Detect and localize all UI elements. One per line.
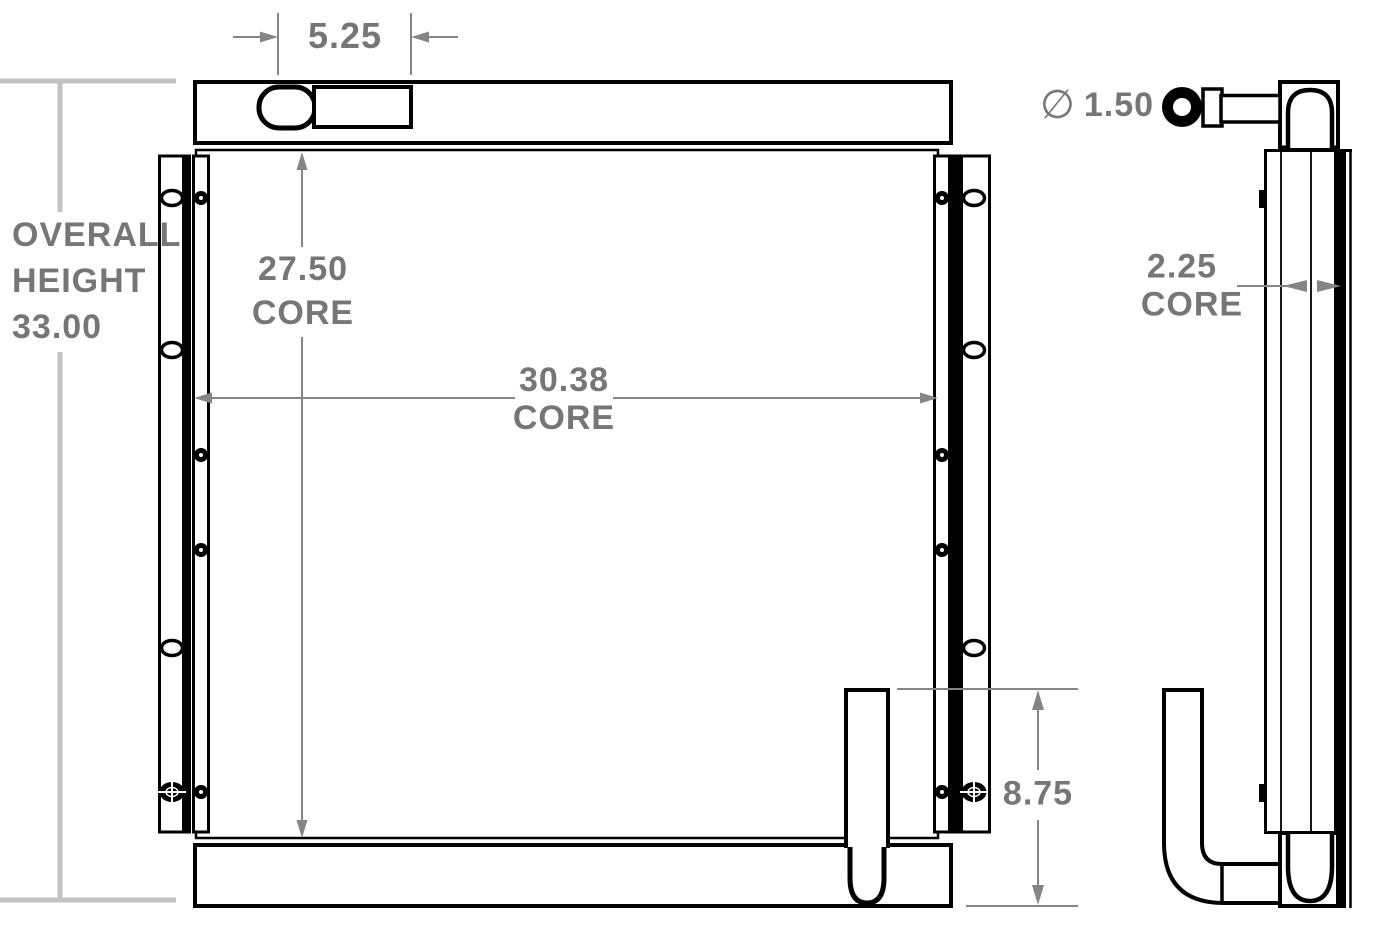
dim-port-offset-label: 5.25 [307,15,383,56]
dim-overall-height-lines [0,78,176,903]
left-rail-slot [159,340,185,360]
front-bottom-port-fill [846,690,888,848]
left-rail-bolt-target [158,782,186,802]
left-rail-slot [159,638,185,658]
right-rail-channel [960,154,991,834]
side-view [1162,80,1352,908]
side-top-port-ring [1162,87,1202,127]
side-bolt-head [1259,784,1266,802]
front-bottom-tank [193,843,953,908]
side-top-port-stub [1201,87,1224,128]
dim-bottom-port-lines [897,688,1078,907]
right-rail-flange [951,154,960,834]
dim-port-offset-lines [233,13,458,75]
right-rail-strip [933,154,951,834]
dim-core-depth-value: 2.25 [1146,247,1218,286]
right-rail-slot [961,638,987,658]
front-left-rail [158,154,210,834]
front-top-port-body [312,85,413,129]
overall-height-value: 33.00 [12,308,103,346]
dim-core-width-label: 30.38 CORE [513,361,615,437]
core-width-value: 30.38 [518,361,610,399]
left-rail-slot [159,188,185,208]
right-rail-slot [961,340,987,360]
right-rail-slot [961,188,987,208]
side-core [1259,149,1352,908]
left-rail-strip [192,154,210,834]
core-width-suffix: CORE [512,399,616,437]
front-top-port-elbow [256,84,318,131]
side-bolt-head [1259,190,1266,208]
side-bottom-elbow [1285,834,1335,904]
right-rail-rivets [935,191,949,799]
front-view [158,80,991,908]
left-rail-flange [182,154,191,834]
front-right-rail [933,154,991,834]
core-height-suffix: CORE [251,294,355,332]
overall-height-word2: HEIGHT [12,262,147,300]
dim-port-diameter-label: ∅1.50 [1040,80,1155,127]
dim-bottom-port-label: 8.75 [1002,774,1074,813]
side-bottom-port [1162,688,1281,905]
front-core [194,148,940,840]
dim-overall-height-label: OVERALL HEIGHT 33.00 [12,212,181,350]
front-bottom-port-end [847,847,887,906]
dim-core-depth-suffix: CORE [1140,285,1244,324]
side-top-elbow [1285,87,1335,148]
dim-core-width-lines [194,392,938,404]
side-top-port-tube [1219,93,1282,124]
dim-core-height-lines [296,152,308,838]
overall-height-word1: OVERALL [12,216,182,254]
right-rail-bolt-target [960,782,988,802]
port-diameter-value: 1.50 [1083,86,1155,124]
dim-core-height-label: 27.50 CORE [252,247,354,335]
dim-core-depth-lines [1237,280,1341,292]
core-height-value: 27.50 [257,250,349,288]
diameter-symbol: ∅ [1040,83,1076,127]
left-rail-rivets [194,191,208,799]
front-bottom-port-tube [844,688,890,848]
